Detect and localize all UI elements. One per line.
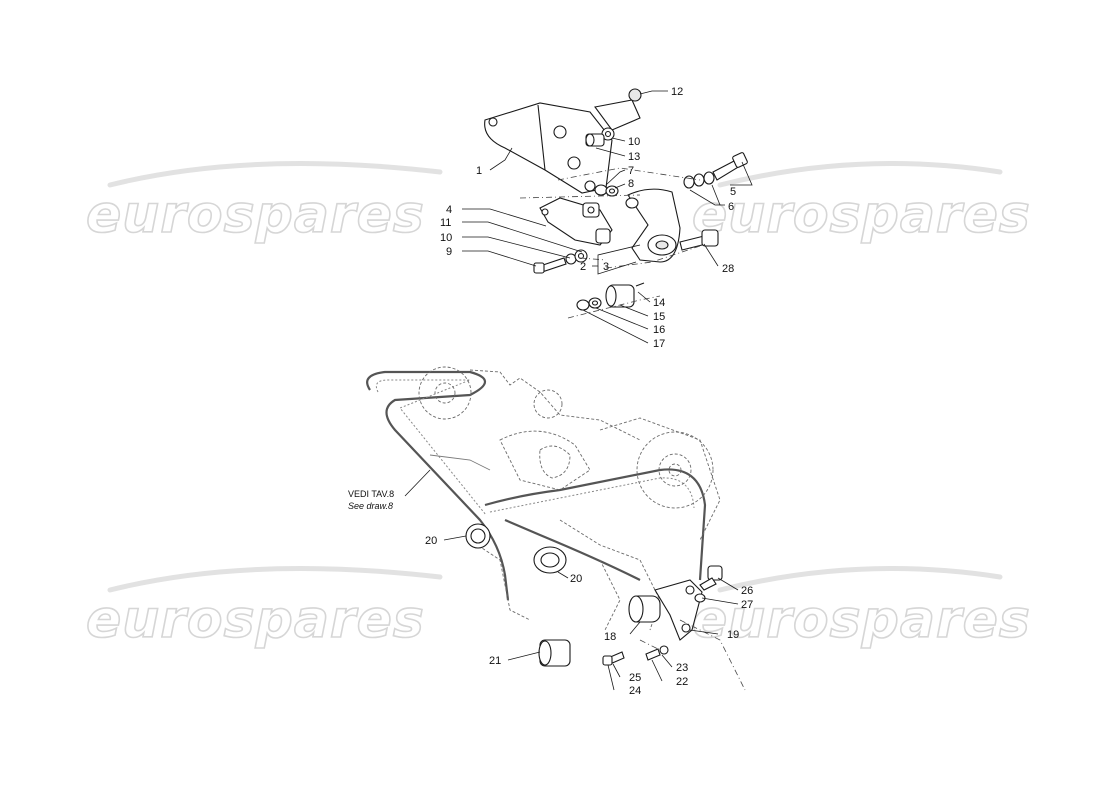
reference-note-line1: VEDI TAV.8: [348, 489, 394, 499]
callout-labels: 12 10 13 1 7 8 5 6 4 11 10 9 2 3 28 14 1…: [425, 86, 753, 697]
callout-11: 11: [440, 217, 451, 229]
spacer-13: [585, 133, 605, 147]
roller-14: [605, 282, 645, 308]
callout-2: 2: [580, 261, 586, 273]
engine-block-outline: [418, 366, 721, 631]
support-bracket: [484, 99, 641, 194]
bolt-26: [694, 565, 723, 603]
watermark-text: eurospares: [86, 590, 425, 650]
watermark-text: eurospares: [692, 185, 1031, 245]
watermark-top-right: eurospares: [691, 161, 1031, 246]
reference-note-line2: See draw.8: [348, 501, 393, 511]
callout-9: 9: [446, 246, 452, 258]
spacer-21: [538, 639, 571, 667]
callout-3: 3: [603, 261, 609, 273]
watermark-text: eurospares: [692, 590, 1031, 650]
callout-18: 18: [604, 631, 616, 643]
callout-26: 26: [741, 585, 753, 597]
cap-12: [628, 88, 642, 102]
idler-bracket: [625, 188, 681, 263]
callout-25: 25: [629, 672, 641, 684]
bolt-24: [602, 651, 625, 666]
callout-17: 17: [653, 338, 665, 350]
watermark-bottom-left: eurospares: [85, 566, 443, 651]
callout-10: 10: [440, 232, 452, 244]
callout-1: 1: [476, 165, 482, 177]
callout-7: 7: [628, 165, 634, 177]
engine-view: [366, 366, 746, 691]
pulley-20-left: [465, 523, 491, 549]
callout-10: 10: [628, 136, 640, 148]
callout-4: 4: [446, 204, 452, 216]
callout-20: 20: [425, 535, 437, 547]
callout-15: 15: [653, 311, 665, 323]
timing-belt: [366, 370, 707, 601]
washers-7-8: [594, 184, 619, 197]
upper-assembly: [484, 88, 748, 319]
callout-5: 5: [730, 186, 736, 198]
reference-note: VEDI TAV.8 See draw.8: [348, 489, 394, 511]
watermark-layer: eurospares eurospares eurospares eurospa…: [85, 161, 1031, 651]
roller-18: [628, 595, 661, 623]
callout-24: 24: [629, 685, 641, 697]
callout-20: 20: [570, 573, 582, 585]
callout-14: 14: [653, 297, 665, 309]
bolt-9: [533, 249, 588, 274]
callout-12: 12: [671, 86, 683, 98]
callout-21: 21: [489, 655, 501, 667]
tensioner-arm: [539, 197, 613, 246]
washers-16-17: [576, 297, 602, 311]
bolt-28: [679, 229, 719, 251]
callout-8: 8: [628, 178, 634, 190]
watermark-top-left: eurospares: [85, 161, 443, 246]
callout-13: 13: [628, 151, 640, 163]
callout-6: 6: [728, 201, 734, 213]
callout-23: 23: [676, 662, 688, 674]
callout-28: 28: [722, 263, 734, 275]
callout-22: 22: [676, 676, 688, 688]
watermark-bottom-right: eurospares: [691, 566, 1031, 651]
leader-lines: [404, 90, 753, 691]
callout-19: 19: [727, 629, 739, 641]
watermark-text: eurospares: [86, 185, 425, 245]
callout-27: 27: [741, 599, 753, 611]
pulley-20-right: [533, 546, 567, 574]
callout-16: 16: [653, 324, 665, 336]
